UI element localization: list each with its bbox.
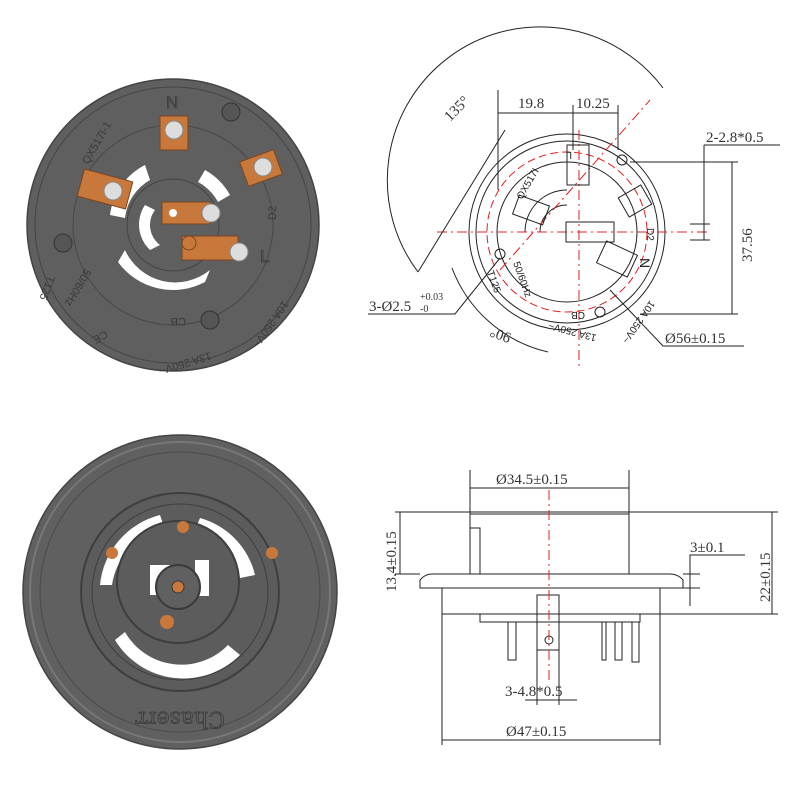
render-bottom-view: Chaserr bbox=[22, 434, 338, 750]
dim-angle-135: 135° bbox=[442, 93, 473, 124]
dim-holes-tol-upper: +0.03 bbox=[420, 292, 443, 303]
dim-height-22: 22±0.15 bbox=[758, 553, 774, 602]
dim-slot: 2-2.8*0.5 bbox=[706, 130, 764, 146]
dim-pins: 3-4.8*0.5 bbox=[505, 684, 563, 700]
dim-arc-135 bbox=[386, 26, 664, 273]
dim-height-37-56: 37.56 bbox=[740, 228, 756, 262]
dim-width-10-25: 10.25 bbox=[576, 96, 610, 112]
dim-arc-90 bbox=[451, 267, 549, 353]
terminal-n bbox=[159, 115, 189, 151]
drawing-label-temperature: T125 bbox=[484, 269, 502, 295]
terminal-l bbox=[181, 235, 249, 262]
leader-diameter bbox=[609, 289, 744, 347]
label-cb: CB bbox=[171, 315, 186, 327]
dim-height-13-4: 13.4±0.15 bbox=[384, 531, 400, 592]
dim-holes: 3-Ø2.5 bbox=[369, 299, 411, 315]
drawing-label-l: L bbox=[566, 149, 572, 160]
dim-holes-tol-lower: -0 bbox=[420, 304, 428, 315]
drawing-side-view: Ø34.5±0.15 13.4±0.15 22±0.15 3±0.1 3-4.8… bbox=[384, 470, 778, 745]
dim-diameter-34-5: Ø34.5±0.15 bbox=[496, 472, 568, 488]
terminal-center bbox=[161, 201, 221, 225]
dim-flange-3: 3±0.1 bbox=[690, 540, 724, 556]
terminal-earth-right bbox=[238, 148, 284, 188]
terminal-left bbox=[76, 168, 134, 210]
drawing-label-cb: CB bbox=[571, 309, 585, 320]
dim-angle-90: 90° bbox=[488, 323, 513, 345]
drawing-top-view: QX517I D2 N L 50/60Hz T125 13A 250V~ 10A… bbox=[368, 26, 780, 370]
dim-diameter-47: Ø47±0.15 bbox=[506, 724, 566, 740]
label-l: L bbox=[260, 247, 269, 266]
render-top-view: N L D2 QX517I-1 50/60Hz T125 13A 250V~ 1… bbox=[26, 78, 320, 376]
drawing-label-frequency: 50/60Hz bbox=[510, 260, 533, 299]
drawing-label-model: QX517I bbox=[515, 167, 541, 202]
dim-diameter-56: Ø56±0.15 bbox=[665, 331, 725, 347]
label-d2: D2 bbox=[267, 206, 279, 220]
flange bbox=[419, 573, 684, 589]
brand-logo: Chaserr bbox=[135, 706, 225, 731]
label-n: N bbox=[166, 93, 178, 112]
drawing-label-d2: D2 bbox=[644, 228, 655, 241]
dim-width-19-8: 19.8 bbox=[518, 96, 544, 112]
leader-holes bbox=[368, 257, 501, 315]
drawing-label-n: N bbox=[637, 258, 653, 268]
